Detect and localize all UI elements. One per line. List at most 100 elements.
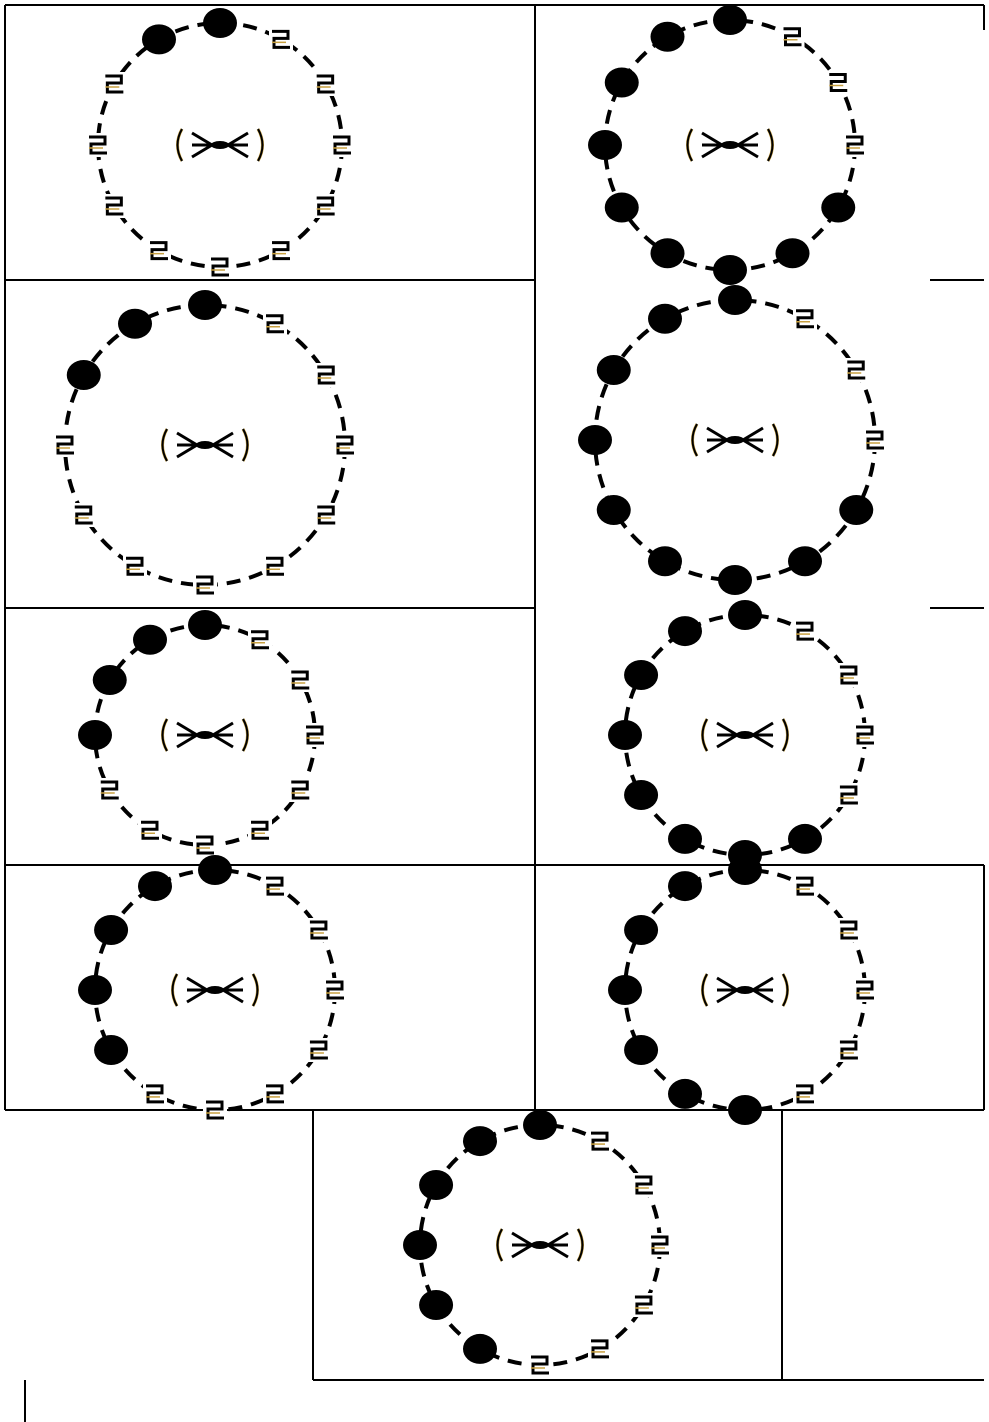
open-bead-icon xyxy=(853,978,877,1002)
filled-bead xyxy=(78,720,112,750)
ring-panel-p6 xyxy=(608,600,877,870)
open-bead-icon xyxy=(193,833,217,857)
bow-tie-icon xyxy=(178,129,263,161)
filled-bead xyxy=(118,309,152,339)
center-dot xyxy=(721,141,739,149)
filled-bead xyxy=(605,193,639,223)
right-arrow xyxy=(548,1233,568,1257)
filled-bead xyxy=(668,824,702,854)
center-dot xyxy=(196,441,214,449)
open-bead-icon xyxy=(793,1082,817,1106)
center-dot xyxy=(206,986,224,994)
open-bead-icon xyxy=(138,818,162,842)
filled-bead xyxy=(188,290,222,320)
open-bead-icon xyxy=(263,312,287,336)
open-bead-icon xyxy=(288,778,312,802)
filled-bead xyxy=(597,495,631,525)
ring-panel-p7 xyxy=(78,855,347,1122)
filled-bead xyxy=(597,355,631,385)
filled-bead xyxy=(203,8,237,38)
open-bead-icon xyxy=(330,133,354,157)
open-bead-icon xyxy=(853,723,877,747)
open-bead-icon xyxy=(837,783,861,807)
bow-tie-icon xyxy=(703,974,788,1006)
filled-bead xyxy=(788,824,822,854)
filled-bead xyxy=(403,1230,437,1260)
filled-bead xyxy=(188,610,222,640)
left-arrow xyxy=(192,133,212,157)
filled-bead xyxy=(713,255,747,285)
open-bead-icon xyxy=(143,1082,167,1106)
right-arrow xyxy=(228,133,248,157)
filled-bead xyxy=(138,871,172,901)
open-bead-icon xyxy=(837,918,861,942)
open-bead-icon xyxy=(307,1038,331,1062)
bow-tie-icon xyxy=(703,719,788,751)
center-dot xyxy=(736,986,754,994)
filled-bead xyxy=(776,238,810,268)
filled-bead xyxy=(133,625,167,655)
filled-bead xyxy=(668,871,702,901)
panels-layer xyxy=(53,5,887,1377)
center-dot xyxy=(211,141,229,149)
right-arrow xyxy=(213,723,233,747)
open-bead-icon xyxy=(323,978,347,1002)
filled-bead xyxy=(821,193,855,223)
open-bead-icon xyxy=(53,433,77,457)
filled-bead xyxy=(67,360,101,390)
left-arrow xyxy=(177,433,197,457)
ring-panel-p8 xyxy=(608,855,877,1125)
center-dot xyxy=(726,436,744,444)
open-bead-icon xyxy=(793,619,817,643)
open-bead-icon xyxy=(863,428,887,452)
open-bead-icon xyxy=(263,1082,287,1106)
left-arrow xyxy=(707,428,727,452)
filled-bead xyxy=(648,304,682,334)
open-bead-icon xyxy=(528,1353,552,1377)
filled-bead xyxy=(668,616,702,646)
open-bead-icon xyxy=(837,1038,861,1062)
open-bead-icon xyxy=(844,358,868,382)
filled-bead xyxy=(713,5,747,35)
open-bead-icon xyxy=(263,874,287,898)
open-bead-icon xyxy=(781,25,805,49)
filled-bead xyxy=(78,975,112,1005)
ring-panel-p2 xyxy=(588,5,867,285)
left-arrow xyxy=(717,978,737,1002)
right-arrow xyxy=(738,133,758,157)
open-bead-icon xyxy=(843,133,867,157)
filled-bead xyxy=(94,1035,128,1065)
center-dot xyxy=(531,1241,549,1249)
bow-tie-icon xyxy=(688,129,773,161)
filled-bead xyxy=(588,130,622,160)
ring-panel-p5 xyxy=(78,610,327,857)
open-bead-icon xyxy=(588,1337,612,1361)
open-bead-icon xyxy=(147,239,171,263)
open-bead-icon xyxy=(269,27,293,51)
open-bead-icon xyxy=(263,554,287,578)
open-bead-icon xyxy=(632,1293,656,1317)
filled-bead xyxy=(728,1095,762,1125)
bow-tie-icon xyxy=(173,974,258,1006)
open-bead-icon xyxy=(314,503,338,527)
open-bead-icon xyxy=(288,668,312,692)
bow-tie-icon xyxy=(498,1229,583,1261)
open-bead-icon xyxy=(86,133,110,157)
filled-bead xyxy=(608,975,642,1005)
filled-bead xyxy=(198,855,232,885)
open-bead-icon xyxy=(333,433,357,457)
open-bead-icon xyxy=(837,663,861,687)
filled-bead xyxy=(463,1334,497,1364)
open-bead-icon xyxy=(793,307,817,331)
bow-tie-icon xyxy=(693,424,778,456)
filled-bead xyxy=(839,495,873,525)
open-bead-icon xyxy=(588,1129,612,1153)
open-bead-icon xyxy=(123,554,147,578)
filled-bead xyxy=(142,24,176,54)
filled-bead xyxy=(668,1079,702,1109)
bow-tie-icon xyxy=(163,719,248,751)
open-bead-icon xyxy=(102,72,126,96)
filled-bead xyxy=(651,22,685,52)
filled-bead xyxy=(624,915,658,945)
